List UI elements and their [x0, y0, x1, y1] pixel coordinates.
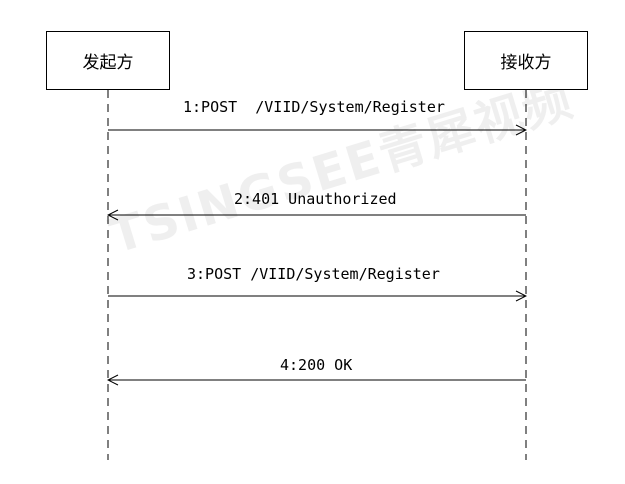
- participant-receiver: 接收方: [464, 31, 588, 90]
- participant-initiator-label: 发起方: [82, 53, 134, 73]
- message-label-1: 1:POST /VIID/System/Register: [183, 98, 445, 116]
- message-label-3: 3:POST /VIID/System/Register: [187, 265, 440, 283]
- participant-receiver-label: 接收方: [500, 53, 552, 73]
- message-label-4: 4:200 OK: [280, 356, 353, 374]
- message-label-2: 2:401 Unauthorized: [234, 190, 397, 208]
- participant-initiator: 发起方: [46, 31, 170, 90]
